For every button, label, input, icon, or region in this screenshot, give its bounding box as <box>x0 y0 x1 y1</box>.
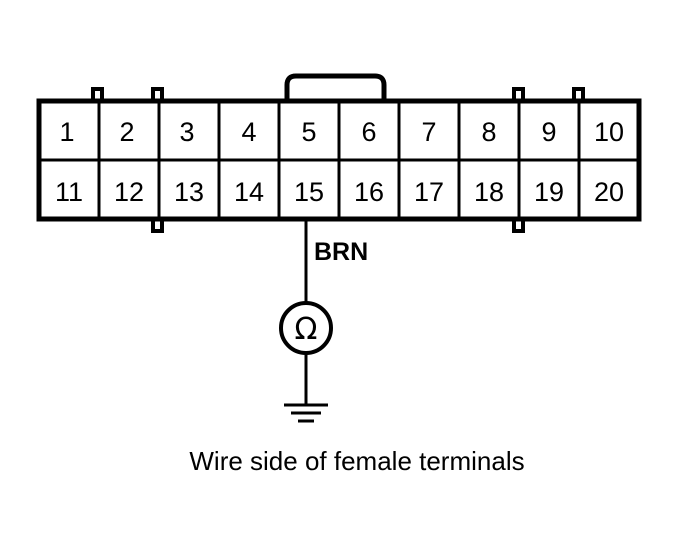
ohmmeter-symbol: Ω <box>295 312 318 347</box>
wire-color-label: BRN <box>314 238 368 266</box>
terminal-14: 14 <box>234 177 264 207</box>
terminal-17: 17 <box>414 177 444 207</box>
terminal-6: 6 <box>361 117 376 147</box>
terminal-8: 8 <box>481 117 496 147</box>
connector-latch <box>284 73 387 101</box>
terminal-11: 11 <box>55 177 83 207</box>
terminal-7: 7 <box>421 117 436 147</box>
connector-grid <box>39 101 639 219</box>
terminal-row-top: 1 2 3 4 5 6 7 8 9 10 <box>59 117 624 147</box>
terminal-15: 15 <box>294 177 324 207</box>
terminal-5: 5 <box>301 117 316 147</box>
terminal-20: 20 <box>594 177 624 207</box>
terminal-12: 12 <box>114 177 144 207</box>
connector-tabs <box>91 87 585 233</box>
terminal-10: 10 <box>594 117 624 147</box>
terminal-2: 2 <box>119 117 134 147</box>
terminal-13: 13 <box>174 177 204 207</box>
terminal-1: 1 <box>59 117 74 147</box>
terminal-9: 9 <box>541 117 556 147</box>
terminal-18: 18 <box>474 177 504 207</box>
ohmmeter-icon: Ω <box>279 301 333 355</box>
diagram-caption: Wire side of female terminals <box>189 446 524 476</box>
terminal-4: 4 <box>241 117 256 147</box>
terminal-16: 16 <box>354 177 384 207</box>
terminal-19: 19 <box>534 177 564 207</box>
terminal-3: 3 <box>179 117 194 147</box>
ground-icon <box>284 403 328 423</box>
terminal-row-bottom: 11 12 13 14 15 16 17 18 19 20 <box>55 177 624 207</box>
